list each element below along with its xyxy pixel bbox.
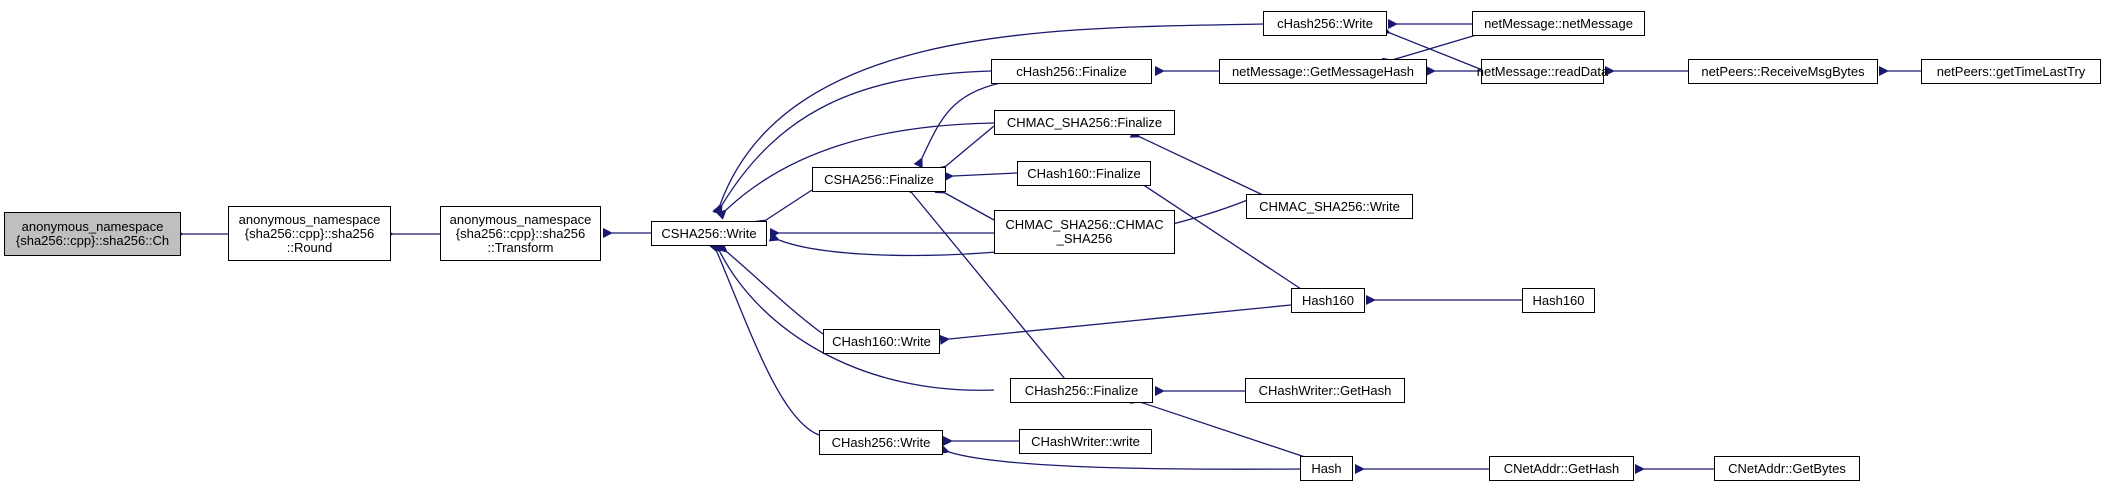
edge-chash256write-top-csha256write bbox=[712, 23, 1264, 216]
node-chash256-write-bottom[interactable]: CHash256::Write bbox=[819, 430, 943, 455]
edge-hash-chash256fin bbox=[1129, 394, 1312, 460]
node-netmessage-readdata[interactable]: netMessage::readData bbox=[1477, 59, 1608, 84]
edge-chmacwrite-chmacfin bbox=[1129, 128, 1266, 197]
node-hash[interactable]: Hash bbox=[1300, 456, 1353, 481]
node-round[interactable]: anonymous_namespace {sha256::cpp}::sha25… bbox=[228, 206, 391, 261]
edge-hash-chash256write bbox=[938, 444, 1301, 470]
node-chash160-write[interactable]: CHash160::Write bbox=[823, 329, 940, 354]
edge-chash256write-bottom-csha256write bbox=[708, 241, 820, 436]
node-chash256-write-top[interactable]: cHash256::Write bbox=[1263, 11, 1387, 36]
node-netpeers-gettimelasttry[interactable]: netPeers::getTimeLastTry bbox=[1921, 59, 2101, 84]
node-chashwriter-write[interactable]: CHashWriter::write bbox=[1019, 429, 1152, 454]
node-transform[interactable]: anonymous_namespace {sha256::cpp}::sha25… bbox=[440, 206, 601, 261]
edge-chmacfin-csha256fin bbox=[935, 125, 995, 176]
edge-chmacfin-csha256write bbox=[716, 122, 995, 220]
node-netpeers-receivemsgbytes[interactable]: netPeers::ReceiveMsgBytes bbox=[1688, 59, 1878, 84]
node-cnetaddr-gethash[interactable]: CNetAddr::GetHash bbox=[1489, 456, 1634, 481]
node-chmac-write[interactable]: CHMAC_SHA256::Write bbox=[1246, 194, 1413, 219]
node-ch: anonymous_namespace {sha256::cpp}::sha25… bbox=[4, 212, 181, 256]
node-netmessage-netmessage[interactable]: netMessage::netMessage bbox=[1472, 11, 1645, 36]
edge-chmacctor-csha256fin bbox=[934, 184, 995, 221]
node-cnetaddr-getbytes[interactable]: CNetAddr::GetBytes bbox=[1714, 456, 1860, 481]
edge-chash160fin-csha256fin bbox=[943, 171, 1018, 182]
node-chash160-finalize[interactable]: CHash160::Finalize bbox=[1017, 161, 1151, 186]
node-hash160-fn[interactable]: Hash160 bbox=[1522, 288, 1595, 313]
node-chashwriter-gethash[interactable]: CHashWriter::GetHash bbox=[1245, 378, 1405, 403]
edge-chash256fin-bottom-csha256fin bbox=[902, 182, 1066, 380]
edge-chash256fin-bottom-csha256write bbox=[711, 241, 995, 391]
node-chash256-finalize-bottom[interactable]: CHash256::Finalize bbox=[1010, 378, 1153, 403]
edge-chash256fin-top-csha256fin bbox=[913, 82, 1001, 169]
edge-hash160-chash160write bbox=[939, 304, 1292, 345]
edge-chash160write-csha256write bbox=[716, 242, 824, 335]
edge-netmessage-getmessagehash bbox=[1381, 32, 1484, 68]
node-csha256-write[interactable]: CSHA256::Write bbox=[651, 221, 767, 246]
edge-chmacwrite-csha256write bbox=[768, 198, 1251, 257]
node-chash256-finalize-top[interactable]: cHash256::Finalize bbox=[991, 59, 1152, 84]
node-chmac-finalize[interactable]: CHMAC_SHA256::Finalize bbox=[994, 110, 1175, 135]
node-csha256-finalize[interactable]: CSHA256::Finalize bbox=[812, 167, 946, 192]
node-chmac-ctor[interactable]: CHMAC_SHA256::CHMAC _SHA256 bbox=[994, 210, 1175, 254]
edge-hash160-chash160fin bbox=[1131, 174, 1302, 290]
node-hash160[interactable]: Hash160 bbox=[1291, 288, 1365, 313]
node-netmessage-getmessagehash[interactable]: netMessage::GetMessageHash bbox=[1219, 59, 1427, 84]
edge-csha256fin-csha256write bbox=[755, 189, 813, 230]
edge-readdata-chash256write bbox=[1379, 25, 1491, 74]
edge-chash256fin-top-csha256write bbox=[713, 70, 992, 216]
